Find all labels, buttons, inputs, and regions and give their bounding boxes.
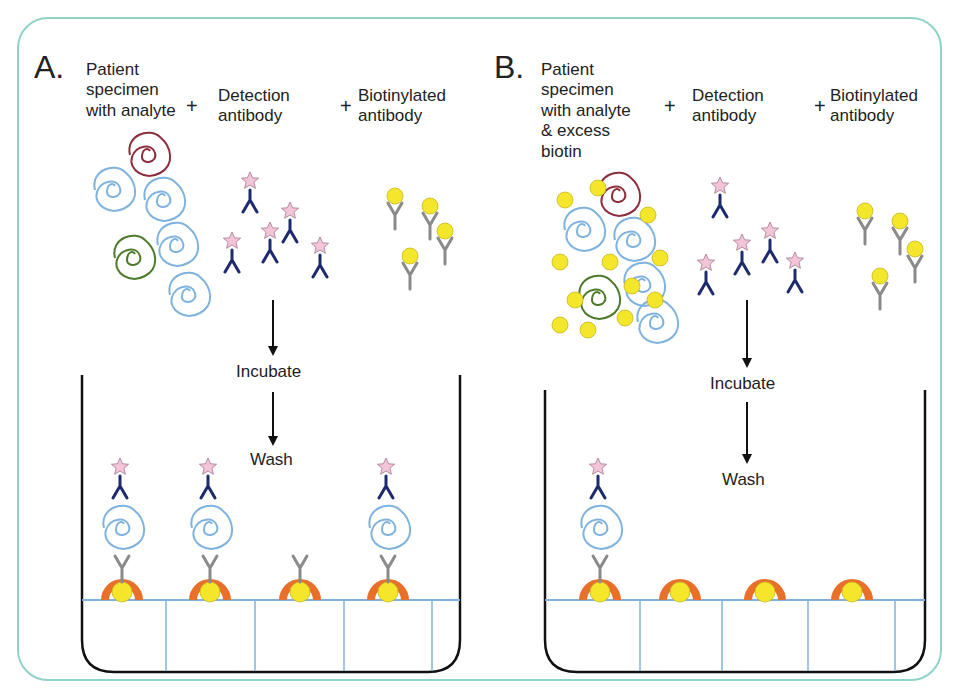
input-label: Biotinylated antibody	[358, 86, 468, 127]
step-label: Wash	[250, 450, 293, 470]
plus-sign: +	[814, 94, 826, 118]
detection-antibodies-b	[697, 177, 803, 294]
plus-sign: +	[664, 94, 676, 118]
specimen-a	[94, 133, 210, 316]
step-label: Wash	[722, 470, 765, 490]
plus-sign: +	[186, 94, 198, 118]
input-label: Patient specimen with analyte & excess b…	[541, 60, 643, 162]
panel-letter: B.	[494, 48, 524, 86]
biotinylated-antibodies-a	[387, 188, 453, 289]
step-label: Incubate	[710, 374, 775, 394]
well-b	[545, 390, 925, 672]
well-a	[82, 375, 460, 672]
plus-sign: +	[340, 94, 352, 118]
frame	[18, 18, 941, 680]
specimen-b	[552, 173, 678, 343]
detection-antibodies-a	[223, 172, 328, 277]
input-label: Detection antibody	[692, 86, 784, 127]
input-label: Detection antibody	[218, 86, 310, 127]
step-label: Incubate	[236, 362, 301, 382]
input-label: Patient specimen with analyte	[86, 60, 188, 121]
biotinylated-antibodies-b	[857, 203, 923, 309]
input-label: Biotinylated antibody	[830, 86, 934, 127]
panel-letter: A.	[34, 48, 64, 86]
